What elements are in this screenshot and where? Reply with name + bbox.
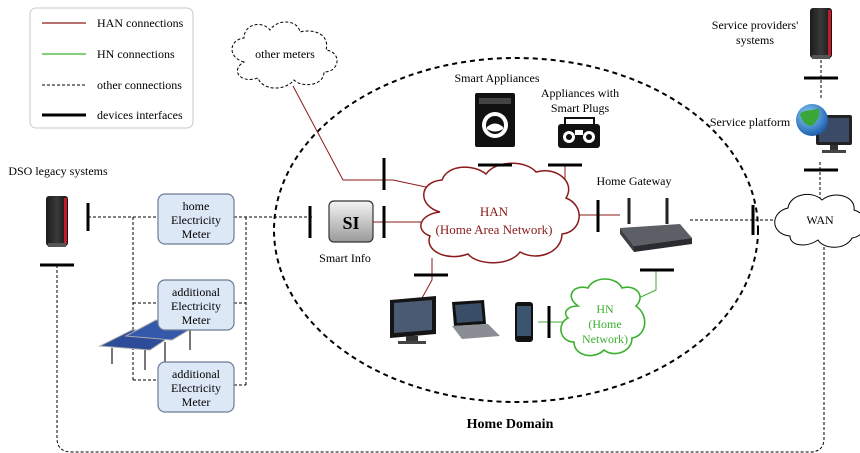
meter-home-line-2: Electricity <box>171 213 221 227</box>
meter-home-line-1: home <box>183 199 210 213</box>
meter-home: home Electricity Meter <box>157 193 235 245</box>
meter-additional-1-line-3: Meter <box>182 313 211 327</box>
service-providers-label-2: systems <box>736 33 774 47</box>
meter-additional-2-line-2: Electricity <box>171 381 221 395</box>
wan-cloud: WAN <box>774 162 860 248</box>
dso-server-icon <box>46 196 68 247</box>
meter-additional-1-line-1: additional <box>172 285 221 299</box>
home-gateway-label: Home Gateway <box>597 174 672 188</box>
service-platform-label: Service platform <box>710 115 791 129</box>
han-sublabel: (Home Area Network) <box>436 222 553 237</box>
han-label: HAN <box>480 204 509 219</box>
hn-sublabel-1: (Home <box>588 317 621 331</box>
legend-box <box>29 7 194 129</box>
boombox-icon <box>558 117 600 148</box>
smart-info-label: Smart Info <box>319 251 371 265</box>
hn-sublabel-2: Network) <box>582 332 628 346</box>
other-connections <box>56 216 825 453</box>
legend: HAN connections HN connections other con… <box>29 7 194 129</box>
phone-icon <box>515 302 533 342</box>
service-providers-label: Service providers' <box>712 18 798 32</box>
si-label: SI <box>342 213 359 233</box>
other-meters-cloud: other meters <box>231 21 338 89</box>
dso-legacy-label: DSO legacy systems <box>8 164 108 178</box>
meter-additional-2-line-3: Meter <box>182 395 211 409</box>
legend-label-han: HAN connections <box>97 16 184 30</box>
wan-label: WAN <box>806 213 834 227</box>
legend-label-hn: HN connections <box>97 47 175 61</box>
washing-machine-icon <box>475 93 515 147</box>
meter-additional-2-line-1: additional <box>172 367 221 381</box>
provider-server-icon <box>810 8 832 59</box>
appliances-plugs-label-2: Smart Plugs <box>551 101 610 115</box>
meter-additional-1-line-2: Electricity <box>171 299 221 313</box>
device-interfaces <box>40 76 838 338</box>
hn-cloud: HN (Home Network) <box>560 278 646 357</box>
meter-home-line-3: Meter <box>182 227 211 241</box>
home-domain-boundary <box>273 57 759 403</box>
other-meters-label: other meters <box>255 47 315 61</box>
router-icon <box>620 198 692 252</box>
smart-info-device: SI <box>328 200 374 243</box>
legend-label-other: other connections <box>97 78 182 92</box>
monitor-icon <box>390 296 436 344</box>
meter-additional-1: additional Electricity Meter <box>157 279 235 331</box>
hn-label: HN <box>596 302 614 316</box>
legend-label-iface: devices interfaces <box>97 108 183 122</box>
han-cloud: HAN (Home Area Network) <box>420 162 580 264</box>
home-domain-label: Home Domain <box>467 417 554 432</box>
smart-appliances-label: Smart Appliances <box>455 71 540 85</box>
appliances-plugs-label: Appliances with <box>541 86 619 100</box>
service-platform-icon <box>796 104 852 153</box>
meter-additional-2: additional Electricity Meter <box>157 361 235 413</box>
laptop-icon <box>452 300 500 339</box>
